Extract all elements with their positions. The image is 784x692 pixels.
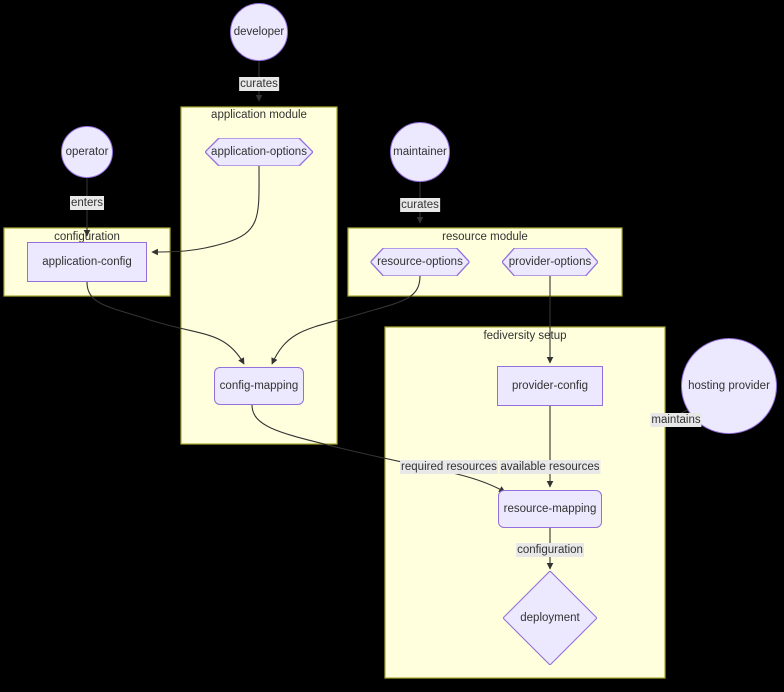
cluster-label-application-module: application module — [211, 109, 307, 121]
node-label-application-config: application-config — [42, 256, 132, 268]
node-operator[interactable]: operator — [61, 126, 113, 178]
edge-label-operator-to-application-config: enters — [70, 196, 104, 210]
edge-resource-options-to-config-mapping — [271, 275, 421, 365]
cluster-label-configuration: configuration — [54, 231, 120, 243]
node-label-operator: operator — [65, 146, 109, 158]
edge-label-hosting-provider-to-fediversity-setup: maintains — [650, 413, 702, 427]
node-application-config[interactable]: application-config — [27, 242, 147, 282]
node-hosting-provider[interactable]: hosting provider — [681, 338, 777, 434]
node-label-provider-config: provider-config — [511, 380, 589, 392]
node-config-mapping[interactable]: config-mapping — [214, 367, 304, 405]
edge-application-options-to-application-config — [151, 165, 260, 256]
node-developer[interactable]: developer — [230, 3, 288, 61]
edge-label-config-mapping-to-resource-mapping: required resources — [400, 460, 498, 474]
node-label-hosting-provider: hosting provider — [688, 380, 770, 392]
edge-label-maintainer-to-resource-module: curates — [400, 198, 440, 212]
node-application-options[interactable]: application-options — [205, 138, 313, 166]
node-label-config-mapping: config-mapping — [219, 380, 299, 392]
node-provider-config[interactable]: provider-config — [497, 366, 603, 406]
edge-label-resource-mapping-to-deployment: configuration — [516, 543, 584, 557]
edge-label-provider-config-to-resource-mapping: available resources — [499, 460, 601, 474]
edge-application-config-to-config-mapping — [86, 281, 245, 365]
node-label-resource-mapping: resource-mapping — [503, 503, 597, 515]
node-label-provider-options: provider-options — [508, 256, 592, 268]
node-label-application-options: application-options — [211, 146, 307, 158]
node-provider-options[interactable]: provider-options — [502, 248, 598, 276]
node-label-resource-options: resource-options — [377, 256, 463, 268]
node-resource-options[interactable]: resource-options — [370, 248, 470, 276]
cluster-label-resource-module: resource module — [442, 231, 528, 243]
cluster-label-fediversity-setup: fediversity setup — [483, 330, 567, 342]
node-label-deployment: deployment — [520, 612, 580, 624]
edge-config-mapping-required-resources — [251, 404, 506, 493]
node-resource-mapping[interactable]: resource-mapping — [498, 490, 602, 528]
node-label-developer: developer — [233, 26, 285, 38]
edge-label-developer-to-application-module: curates — [239, 77, 279, 91]
node-maintainer[interactable]: maintainer — [390, 122, 450, 182]
node-label-maintainer: maintainer — [393, 146, 447, 158]
node-deployment[interactable]: deployment — [503, 571, 597, 665]
